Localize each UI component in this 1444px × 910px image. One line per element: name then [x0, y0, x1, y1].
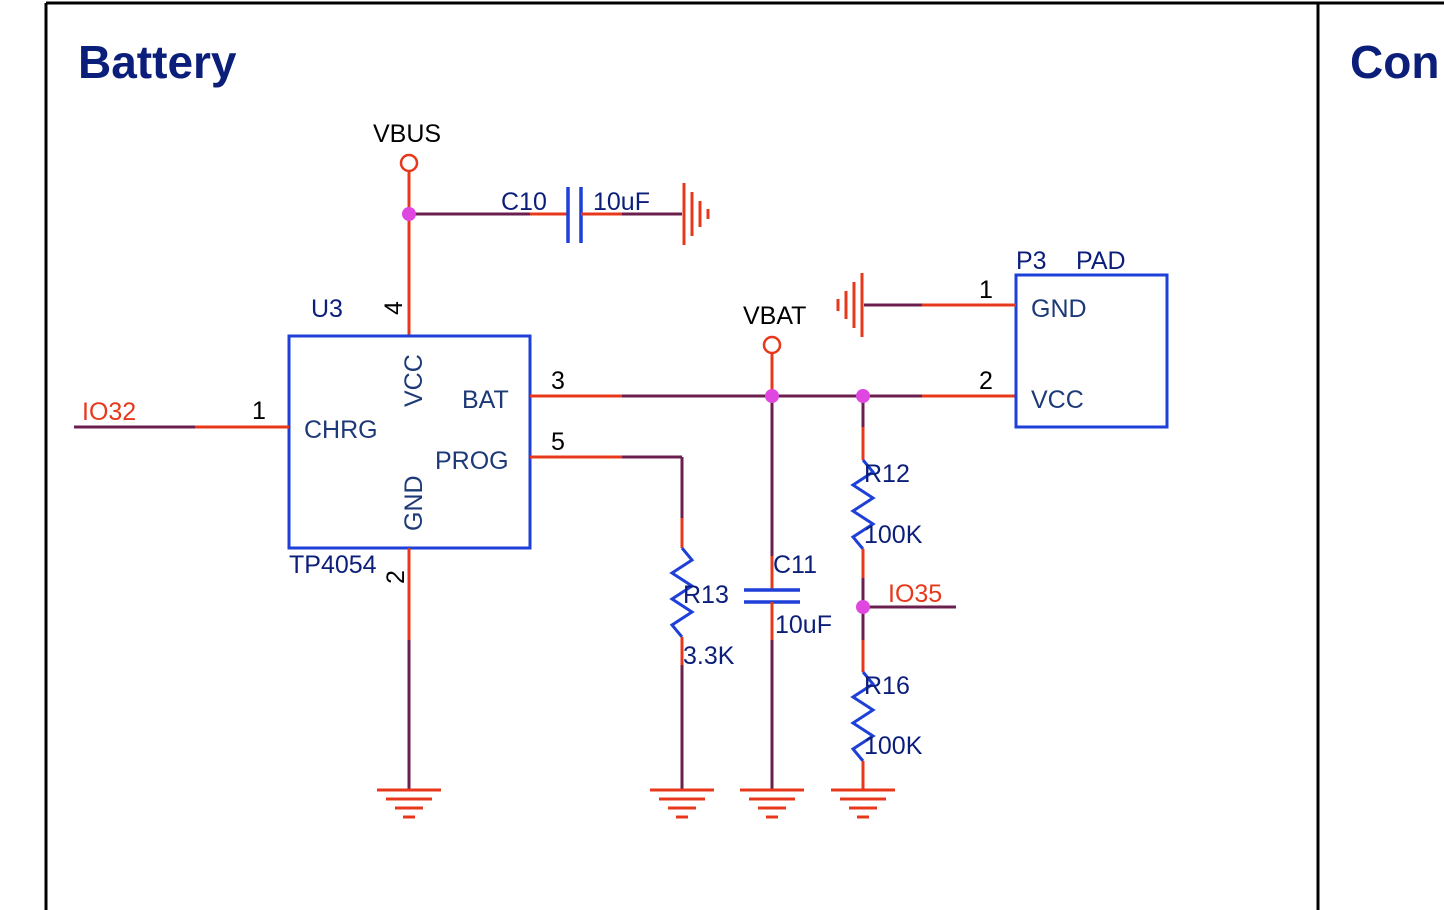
junction-dot	[856, 389, 870, 403]
vbat-port: VBAT	[743, 302, 806, 396]
ic-u3: U3 TP4054 CHRG BAT PROG VCC GND 4 2 1 3 …	[252, 295, 565, 584]
p3-pin2-number: 2	[979, 367, 993, 395]
r16-ref: R16	[864, 672, 910, 700]
r16-value: 100K	[864, 732, 923, 760]
ground-symbol-r13	[650, 788, 714, 819]
section-title-battery: Battery	[78, 36, 237, 88]
junction-dot	[856, 600, 870, 614]
p3-pin1-label: GND	[1031, 295, 1087, 323]
vbus-label: VBUS	[373, 120, 441, 148]
resistor-r13: R13 3.3K	[669, 547, 735, 670]
ground-symbol-r16	[831, 788, 895, 819]
u3-ref: U3	[311, 295, 343, 323]
r12-ref: R12	[864, 460, 910, 488]
u3-pin-prog-label: PROG	[435, 447, 509, 475]
ground-symbol-c10	[682, 183, 710, 245]
r13-ref: R13	[683, 581, 729, 609]
section-title-connector: Con	[1350, 36, 1439, 88]
resistor-r16: R16 100K	[850, 671, 923, 762]
vbus-port: VBUS	[373, 120, 441, 214]
junction-dot	[402, 207, 416, 221]
ground-symbol-p3	[836, 273, 864, 337]
r13-value: 3.3K	[683, 642, 735, 670]
p3-ref: P3	[1016, 247, 1047, 275]
io32-net-label: IO32	[82, 398, 136, 426]
c10-value: 10uF	[593, 188, 650, 216]
c11-ref: C11	[773, 551, 817, 579]
junctions	[402, 207, 870, 614]
c10-ref: C10	[501, 188, 547, 216]
p3-pin1-number: 1	[979, 276, 993, 304]
vbat-label: VBAT	[743, 302, 806, 330]
ground-symbol-c11	[740, 788, 804, 819]
capacitor-c10: C10 10uF	[501, 187, 682, 243]
u3-pin-vcc-number: 4	[380, 301, 408, 315]
io35-net-label: IO35	[888, 580, 942, 608]
c11-value: 10uF	[775, 611, 832, 639]
u3-pin-chrg-number: 1	[252, 397, 266, 425]
vbat-port-circle	[762, 335, 782, 355]
p3-pin2-label: VCC	[1031, 386, 1084, 414]
u3-part: TP4054	[289, 551, 377, 579]
p3-body	[1014, 273, 1169, 429]
u3-pin-prog-number: 5	[551, 428, 565, 456]
u3-pin-bat-label: BAT	[462, 386, 509, 414]
vbus-port-circle	[399, 153, 419, 173]
sheet-frame	[44, 1, 1444, 910]
p3-part: PAD	[1076, 247, 1126, 275]
u3-pin-chrg-label: CHRG	[304, 416, 378, 444]
junction-dot	[765, 389, 779, 403]
capacitor-c11: C11 10uF	[744, 551, 832, 639]
u3-pin-bat-number: 3	[551, 367, 565, 395]
u3-pin-gnd-label: GND	[400, 475, 428, 531]
r12-value: 100K	[864, 521, 923, 549]
u3-pin-gnd-number: 2	[382, 570, 410, 584]
connector-p3: P3 PAD GND VCC 1 2	[979, 247, 1169, 429]
u3-pin-vcc-label: VCC	[400, 354, 428, 407]
resistor-r12: R12 100K	[850, 459, 923, 550]
ground-symbol-u3	[377, 788, 441, 819]
